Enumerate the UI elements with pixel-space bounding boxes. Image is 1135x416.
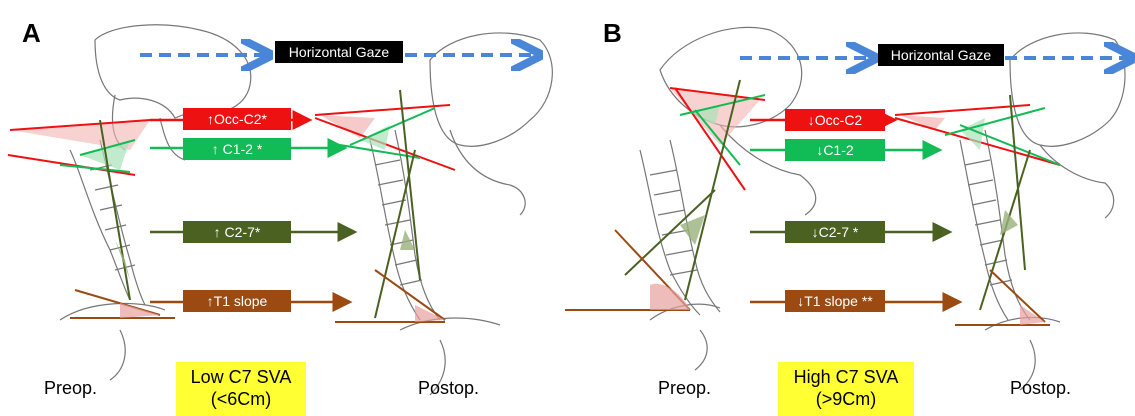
panel-a-t1-label: ↑T1 slope <box>183 290 291 312</box>
panel-a-postop-caption: Postop. <box>418 378 479 399</box>
panel-b-preop-skeleton <box>640 27 816 370</box>
panel-a-gaze-label: Horizontal Gaze <box>275 41 403 63</box>
panel-a-sva-line1: Low C7 SVA <box>176 366 306 388</box>
panel-a-postop-brown-line-1 <box>375 270 445 320</box>
panel-a-postop-red-wedge <box>320 115 375 138</box>
panel-b-postop-green-line-1 <box>945 108 1045 135</box>
panel-a-c12-label: ↑ C1-2 * <box>183 138 291 160</box>
panel-a-postop-skeleton <box>370 33 552 395</box>
panel-a-postop-olive-line-2 <box>375 150 415 318</box>
panel-b-postop-red-line-1 <box>895 105 1030 115</box>
panel-b-postop-brown-line-1 <box>990 270 1045 322</box>
panel-b-gaze-label: Horizontal Gaze <box>878 44 1004 66</box>
panel-b-postop-skeleton <box>960 33 1125 390</box>
panel-b-sva-badge: High C7 SVA (>9Cm) <box>778 362 914 416</box>
panel-b-postop-red-wedge <box>900 115 945 130</box>
panel-b-postop-caption: Postop. <box>1010 378 1071 399</box>
panel-a-letter: A <box>22 18 41 49</box>
panel-b-postop-olive-wedge <box>1000 210 1018 235</box>
panel-a-preop-brown-wedge <box>120 303 160 318</box>
panel-a-preop-skeleton <box>60 25 251 380</box>
panel-a-preop-caption: Preop. <box>44 378 97 399</box>
panel-b-c27-label: ↓C2-7 * <box>785 221 885 243</box>
panel-b-occ-label: ↓Occ-C2 <box>785 109 885 131</box>
panel-a-sva-badge: Low C7 SVA (<6Cm) <box>176 362 306 416</box>
panel-a-sva-line2: (<6Cm) <box>176 388 306 410</box>
panel-b-sva-line2: (>9Cm) <box>778 388 914 410</box>
panel-b-c12-label: ↓C1-2 <box>785 139 885 161</box>
panel-b <box>565 27 1128 390</box>
panel-a <box>8 25 552 395</box>
panel-b-t1-label: ↓T1 slope ** <box>785 290 885 312</box>
panel-a-postop-brown-wedge <box>415 305 445 322</box>
panel-a-c27-label: ↑ C2-7* <box>183 221 291 243</box>
panel-b-sva-line1: High C7 SVA <box>778 366 914 388</box>
panel-b-preop-caption: Preop. <box>658 378 711 399</box>
panel-a-occ-label: ↑Occ-C2* <box>183 108 291 130</box>
panel-b-letter: B <box>603 18 622 49</box>
panel-b-postop-brown-wedge <box>1020 305 1045 325</box>
